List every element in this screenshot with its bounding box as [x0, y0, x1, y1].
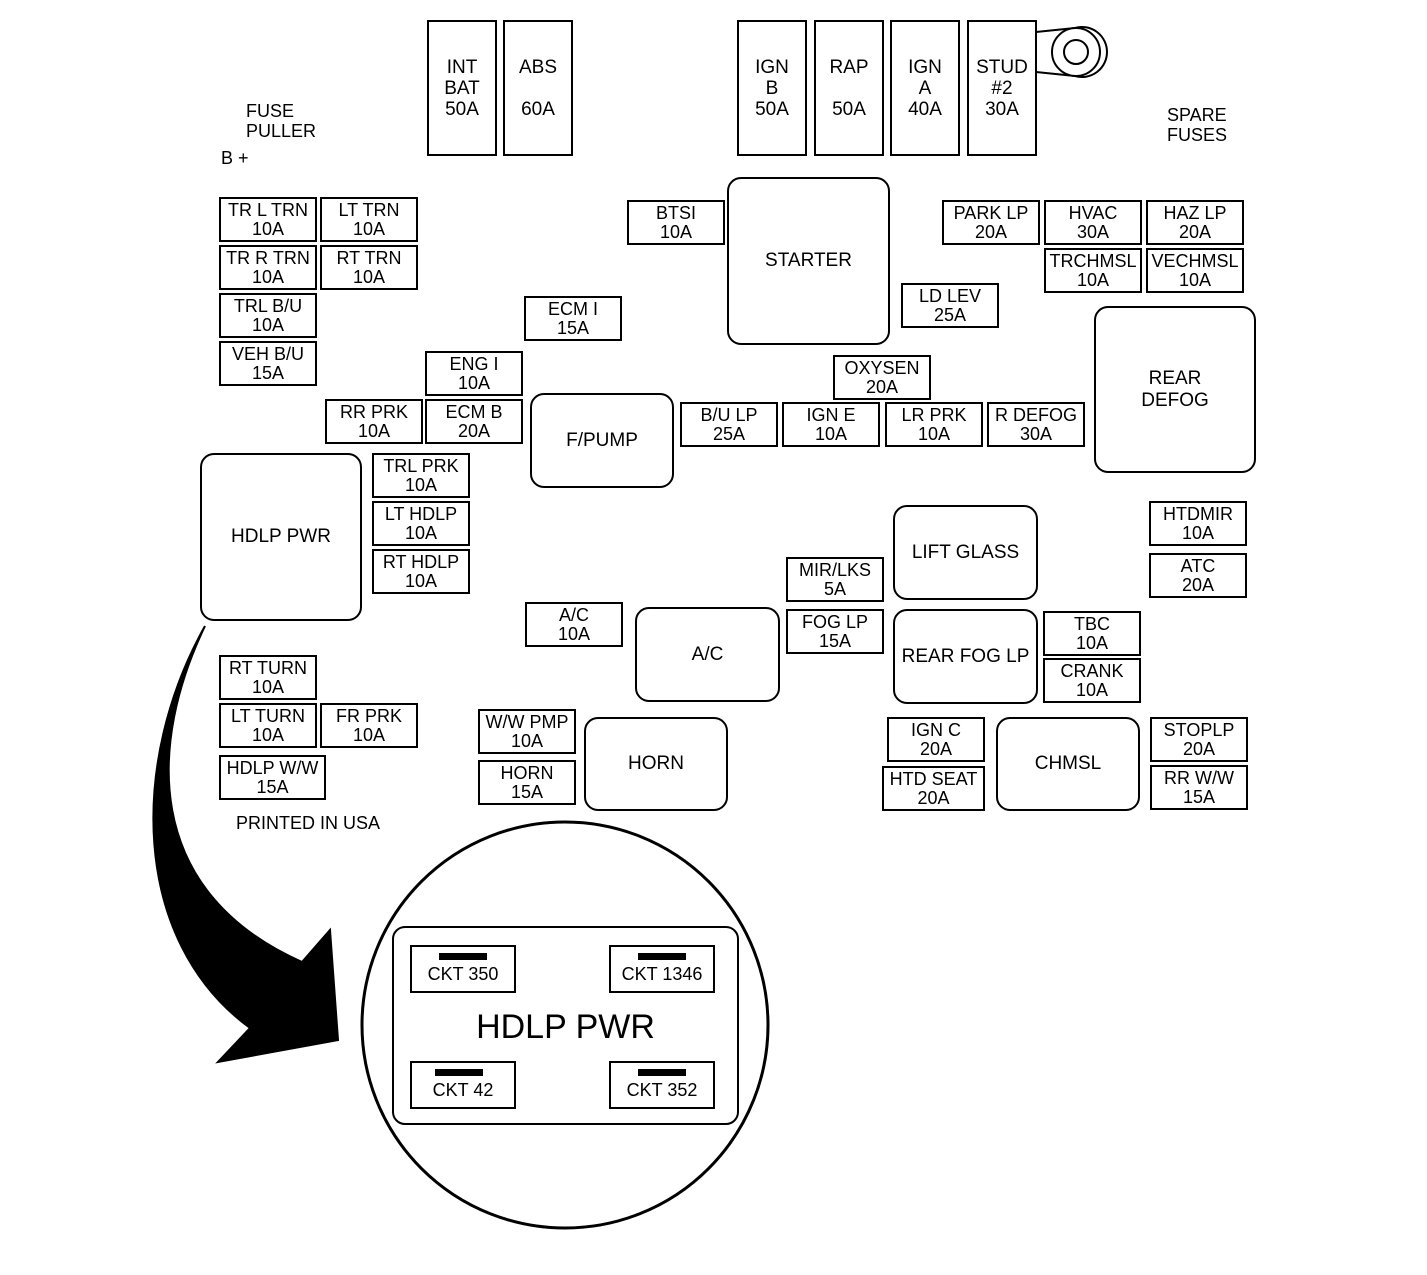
spare-fuses-label: SPARE FUSES — [1167, 105, 1228, 145]
terminal-ckt-350: CKT 350 — [410, 945, 516, 993]
detail-title: HDLP PWR — [476, 1008, 655, 1046]
relay-rear-defog: REAR DEFOG — [1094, 306, 1256, 473]
relay-a-c: A/C — [635, 607, 780, 702]
fuse-puller-label: FUSE PULLER — [246, 101, 317, 141]
terminal-ckt-42: CKT 42 — [410, 1061, 516, 1109]
b-plus-label: B + — [221, 148, 249, 168]
relay-lift-glass: LIFT GLASS — [893, 505, 1038, 600]
relay-rear-fog-lp: REAR FOG LP — [893, 609, 1038, 704]
relay-horn: HORN — [584, 717, 728, 811]
terminal-ckt-1346: CKT 1346 — [609, 945, 715, 993]
relay-hdlp-pwr: HDLP PWR — [200, 453, 362, 621]
relay-f-pump: F/PUMP — [530, 393, 674, 488]
printed-in-usa-label: PRINTED IN USA — [236, 813, 381, 833]
relay-chmsl: CHMSL — [996, 717, 1140, 811]
relay-starter: STARTER — [727, 177, 890, 345]
terminal-ckt-352: CKT 352 — [609, 1061, 715, 1109]
